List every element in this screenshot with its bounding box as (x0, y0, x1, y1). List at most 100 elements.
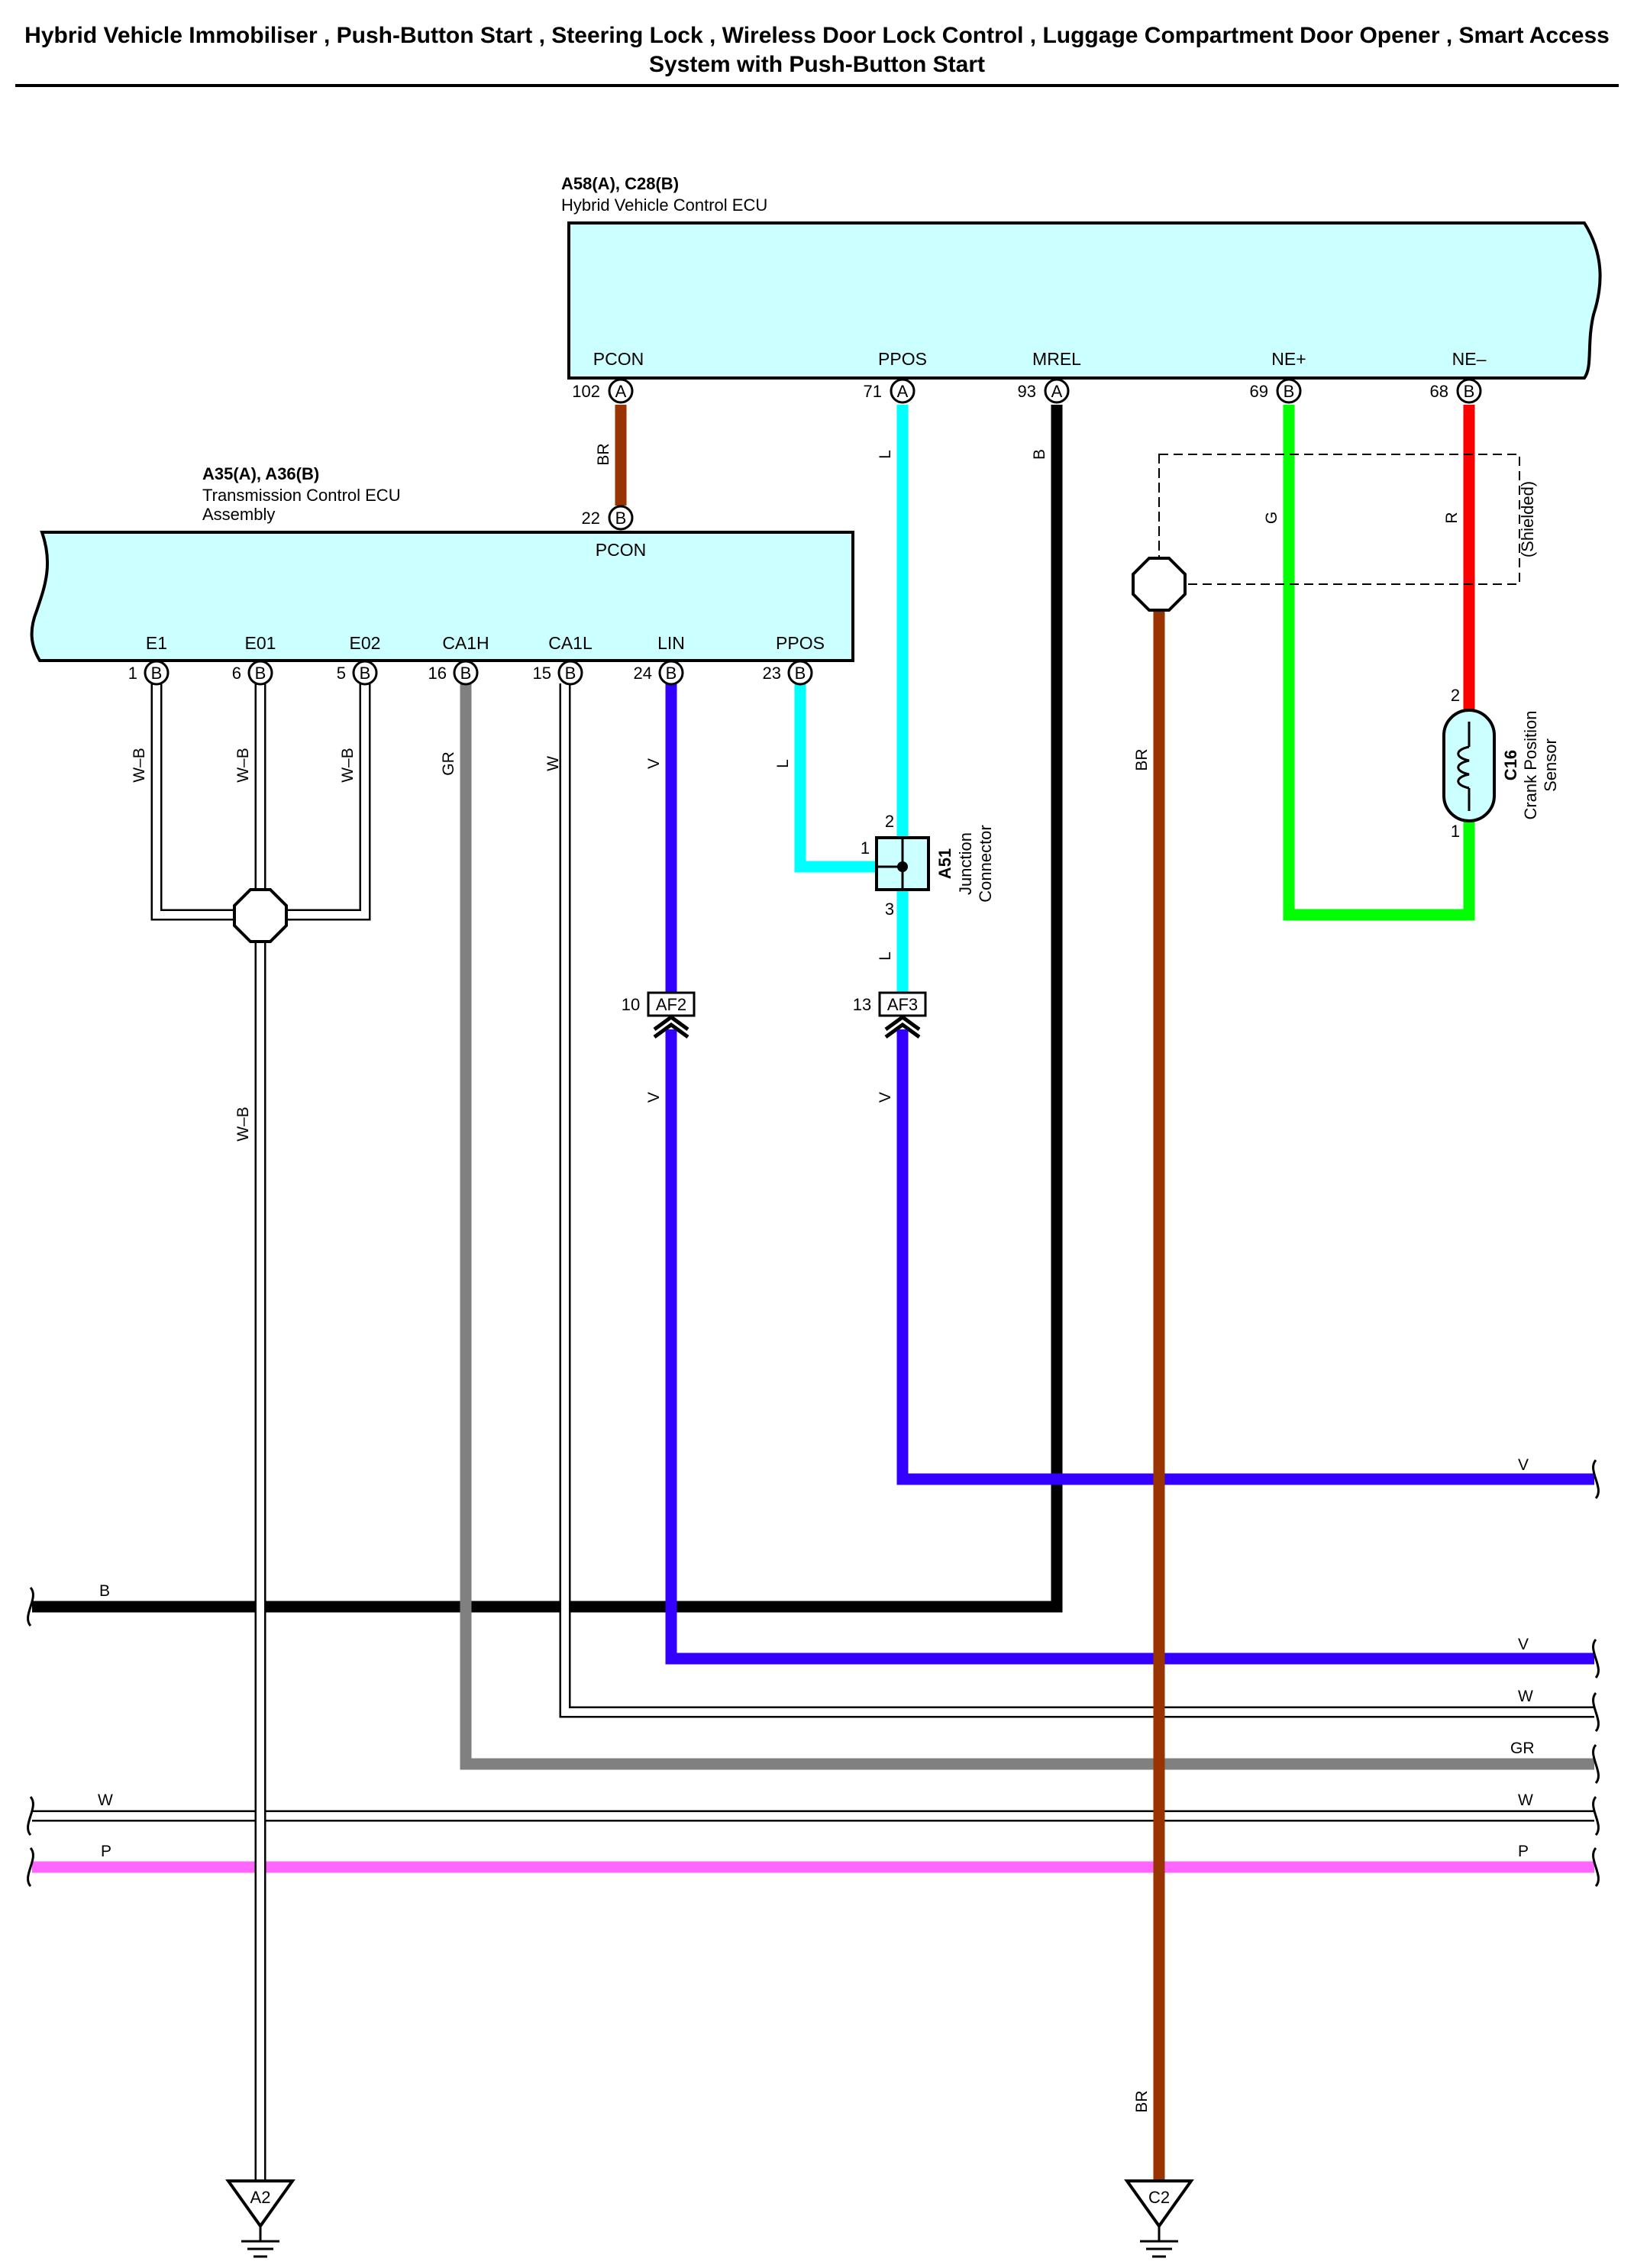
hv-pin-num: 102 (572, 382, 600, 401)
tcm-pin-conn: B (460, 664, 472, 683)
tcm-top-pin-num: 22 (582, 509, 600, 528)
hv-pin-name: NE+ (1271, 349, 1306, 369)
crank-position-sensor[interactable]: 2 1 C16 Crank Position Sensor (1442, 686, 1560, 841)
wire-label: W (1518, 1791, 1533, 1809)
hv-pin-num: 93 (1018, 382, 1036, 401)
wire-label: B (1031, 449, 1048, 460)
wire-g-ne-plus (1283, 405, 1475, 921)
tcm-pin-num: 6 (232, 664, 241, 683)
wire-label: W–B (339, 748, 357, 783)
connector-af2[interactable]: AF2 10 (622, 991, 696, 1039)
wire-labels: BR L B G R BR W–B W–B W–B GR W V L L V V… (98, 443, 1535, 2112)
splice-ground-wb (233, 888, 288, 943)
connector-af3-pin: 13 (853, 995, 871, 1014)
wire-w-ca1l-inner (561, 683, 1594, 1716)
hv-pin-num: 69 (1250, 382, 1268, 401)
wire-label: BR (595, 443, 612, 465)
hv-pin-conn: A (1051, 382, 1063, 401)
title-rule (15, 84, 1619, 87)
hv-pin-conn: A (897, 382, 909, 401)
tcm-name-line1: Transmission Control ECU (202, 486, 401, 505)
wire-label: W (1518, 1688, 1533, 1705)
tcm-pin-name-pcon: PCON (596, 540, 646, 560)
hv-pin-name: PCON (593, 349, 644, 369)
hv-ecu-name: Hybrid Vehicle Control ECU (561, 195, 767, 215)
tcm-name-line2: Assembly (202, 505, 275, 524)
wire-label: BR (1133, 748, 1151, 771)
tcm-pin-num: 16 (428, 664, 447, 683)
wire-wb-e02-outer (276, 683, 371, 921)
tcm-body (30, 531, 854, 662)
wire-v-af2-out (665, 1029, 1594, 1665)
page-title: Hybrid Vehicle Immobiliser , Push-Button… (24, 23, 1610, 77)
wire-label: L (877, 951, 894, 961)
wire-label: W–B (131, 748, 148, 783)
ground-a2[interactable]: A2 (225, 2179, 295, 2258)
connector-af3-label: AF3 (887, 995, 918, 1014)
tcm-pin-num: 23 (763, 664, 781, 683)
splice-shield (1132, 557, 1187, 612)
transmission-control-ecu[interactable]: A35(A), A36(B) Transmission Control ECU … (30, 464, 854, 662)
tcm-pin-name: LIN (657, 633, 685, 653)
ground-a2-label: A2 (250, 2188, 271, 2207)
wire-wb-e02-inner (276, 683, 369, 919)
tcm-code: A35(A), A36(B) (202, 464, 319, 483)
wire-label: V (645, 1092, 663, 1103)
hv-pin-conn: B (1464, 382, 1475, 401)
tcm-pin-conn: B (255, 664, 266, 683)
ground-c2-label: C2 (1148, 2188, 1170, 2207)
tcm-pin-name: E01 (245, 633, 276, 653)
wire-label: P (101, 1843, 111, 1860)
wire-label: V (1518, 1456, 1529, 1474)
tcm-pin-name: E02 (350, 633, 381, 653)
wire-label: L (774, 759, 792, 768)
wire-label: GR (1510, 1740, 1535, 1757)
wire-breaks-left (27, 1586, 34, 1888)
tcm-pin-name: PPOS (776, 633, 825, 653)
wire-w-ca1l-outer (559, 683, 1594, 1718)
shielded-label: (Shielded) (1518, 481, 1537, 557)
tcm-pin-num: 24 (634, 664, 652, 683)
hv-pin-num: 71 (864, 382, 882, 401)
tcm-pin-name: CA1L (548, 633, 593, 653)
wire-label: L (877, 450, 894, 459)
wire-breaks-right (1592, 1459, 1600, 1888)
wire-label: W–B (234, 1107, 252, 1142)
connector-af2-pin: 10 (622, 995, 640, 1014)
junction-code: A51 (935, 848, 954, 879)
wire-label: V (645, 758, 663, 769)
wire-label: W (544, 756, 562, 771)
wire-b-mrel (32, 405, 1063, 1613)
hv-pin-num: 68 (1430, 382, 1448, 401)
wire-wb-e1-outer (150, 683, 244, 921)
ground-c2[interactable]: C2 (1124, 2179, 1194, 2258)
sensor-name-line1: Crank Position (1521, 710, 1540, 819)
hv-pin-terminals: A A A B B 102 71 93 69 68 (572, 378, 1482, 404)
wire-label: V (877, 1092, 894, 1103)
sensor-pin: 1 (1451, 822, 1460, 841)
junction-name-line1: Junction (956, 832, 975, 895)
wire-label: V (1518, 1636, 1529, 1653)
sensor-code: C16 (1501, 750, 1520, 780)
junction-pin: 2 (885, 812, 894, 831)
hv-control-ecu[interactable]: A58(A), C28(B) Hybrid Vehicle Control EC… (561, 174, 1602, 380)
tcm-pin-conn: B (360, 664, 371, 683)
tcm-pin-conn: B (565, 664, 576, 683)
tcm-pin-conn: B (795, 664, 806, 683)
wire-label: R (1443, 512, 1461, 523)
sensor-pin: 2 (1451, 686, 1460, 705)
tcm-pin-name: CA1H (442, 633, 489, 653)
wire-label: B (99, 1582, 110, 1600)
junction-connector-a51[interactable]: 2 1 3 A51 Junction Connector (861, 812, 995, 919)
wire-label: W–B (234, 748, 252, 783)
wire-v-af3-out (896, 1029, 1594, 1485)
tcm-pin-num: 1 (128, 664, 137, 683)
hv-ecu-body (567, 221, 1602, 380)
tcm-pin-conn: B (151, 664, 163, 683)
connector-af3[interactable]: AF3 13 (853, 991, 927, 1039)
tcm-pin-terminals: B 22 B B B B B B B 1 6 5 16 15 24 23 (128, 505, 813, 686)
hv-pin-conn: B (1284, 382, 1295, 401)
tcm-pin-num: 5 (337, 664, 346, 683)
hv-pin-name: PPOS (878, 349, 927, 369)
